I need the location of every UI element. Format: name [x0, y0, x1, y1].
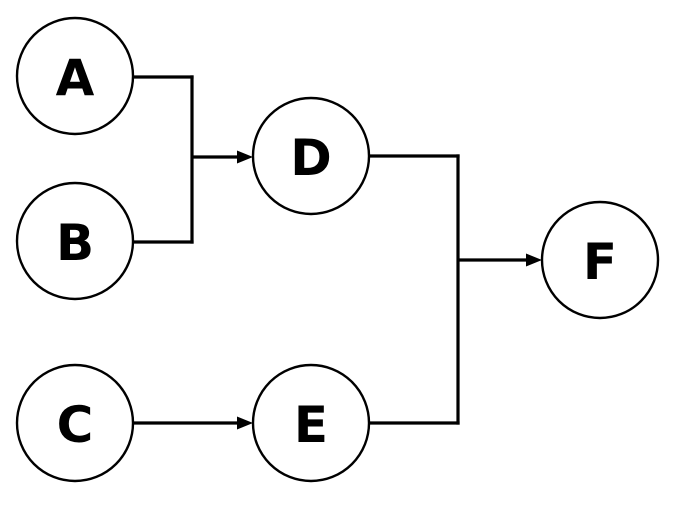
node-f[interactable]: F	[540, 200, 660, 320]
node-c-label: C	[57, 396, 94, 454]
node-c-circle[interactable]	[15, 363, 135, 483]
node-d[interactable]: D	[251, 96, 371, 216]
node-f-circle[interactable]	[540, 200, 660, 320]
node-c[interactable]: C	[15, 363, 135, 483]
node-e[interactable]: E	[251, 363, 371, 483]
node-b-label: B	[56, 214, 94, 272]
node-e-label: E	[294, 396, 328, 454]
node-a-label: A	[56, 49, 95, 107]
node-d-circle[interactable]	[251, 96, 371, 216]
node-d-label: D	[290, 129, 332, 187]
arrowhead-into-e	[237, 416, 253, 430]
node-f-label: F	[583, 233, 617, 291]
node-b-circle[interactable]	[15, 181, 135, 301]
arrowhead-into-d	[237, 150, 253, 164]
node-layer: A B C D E F	[15, 16, 660, 483]
node-a-circle[interactable]	[15, 16, 135, 136]
node-a[interactable]: A	[15, 16, 135, 136]
edge-layer	[132, 75, 542, 430]
node-b[interactable]: B	[15, 181, 135, 301]
arrowhead-into-f	[526, 253, 542, 267]
node-e-circle[interactable]	[251, 363, 371, 483]
